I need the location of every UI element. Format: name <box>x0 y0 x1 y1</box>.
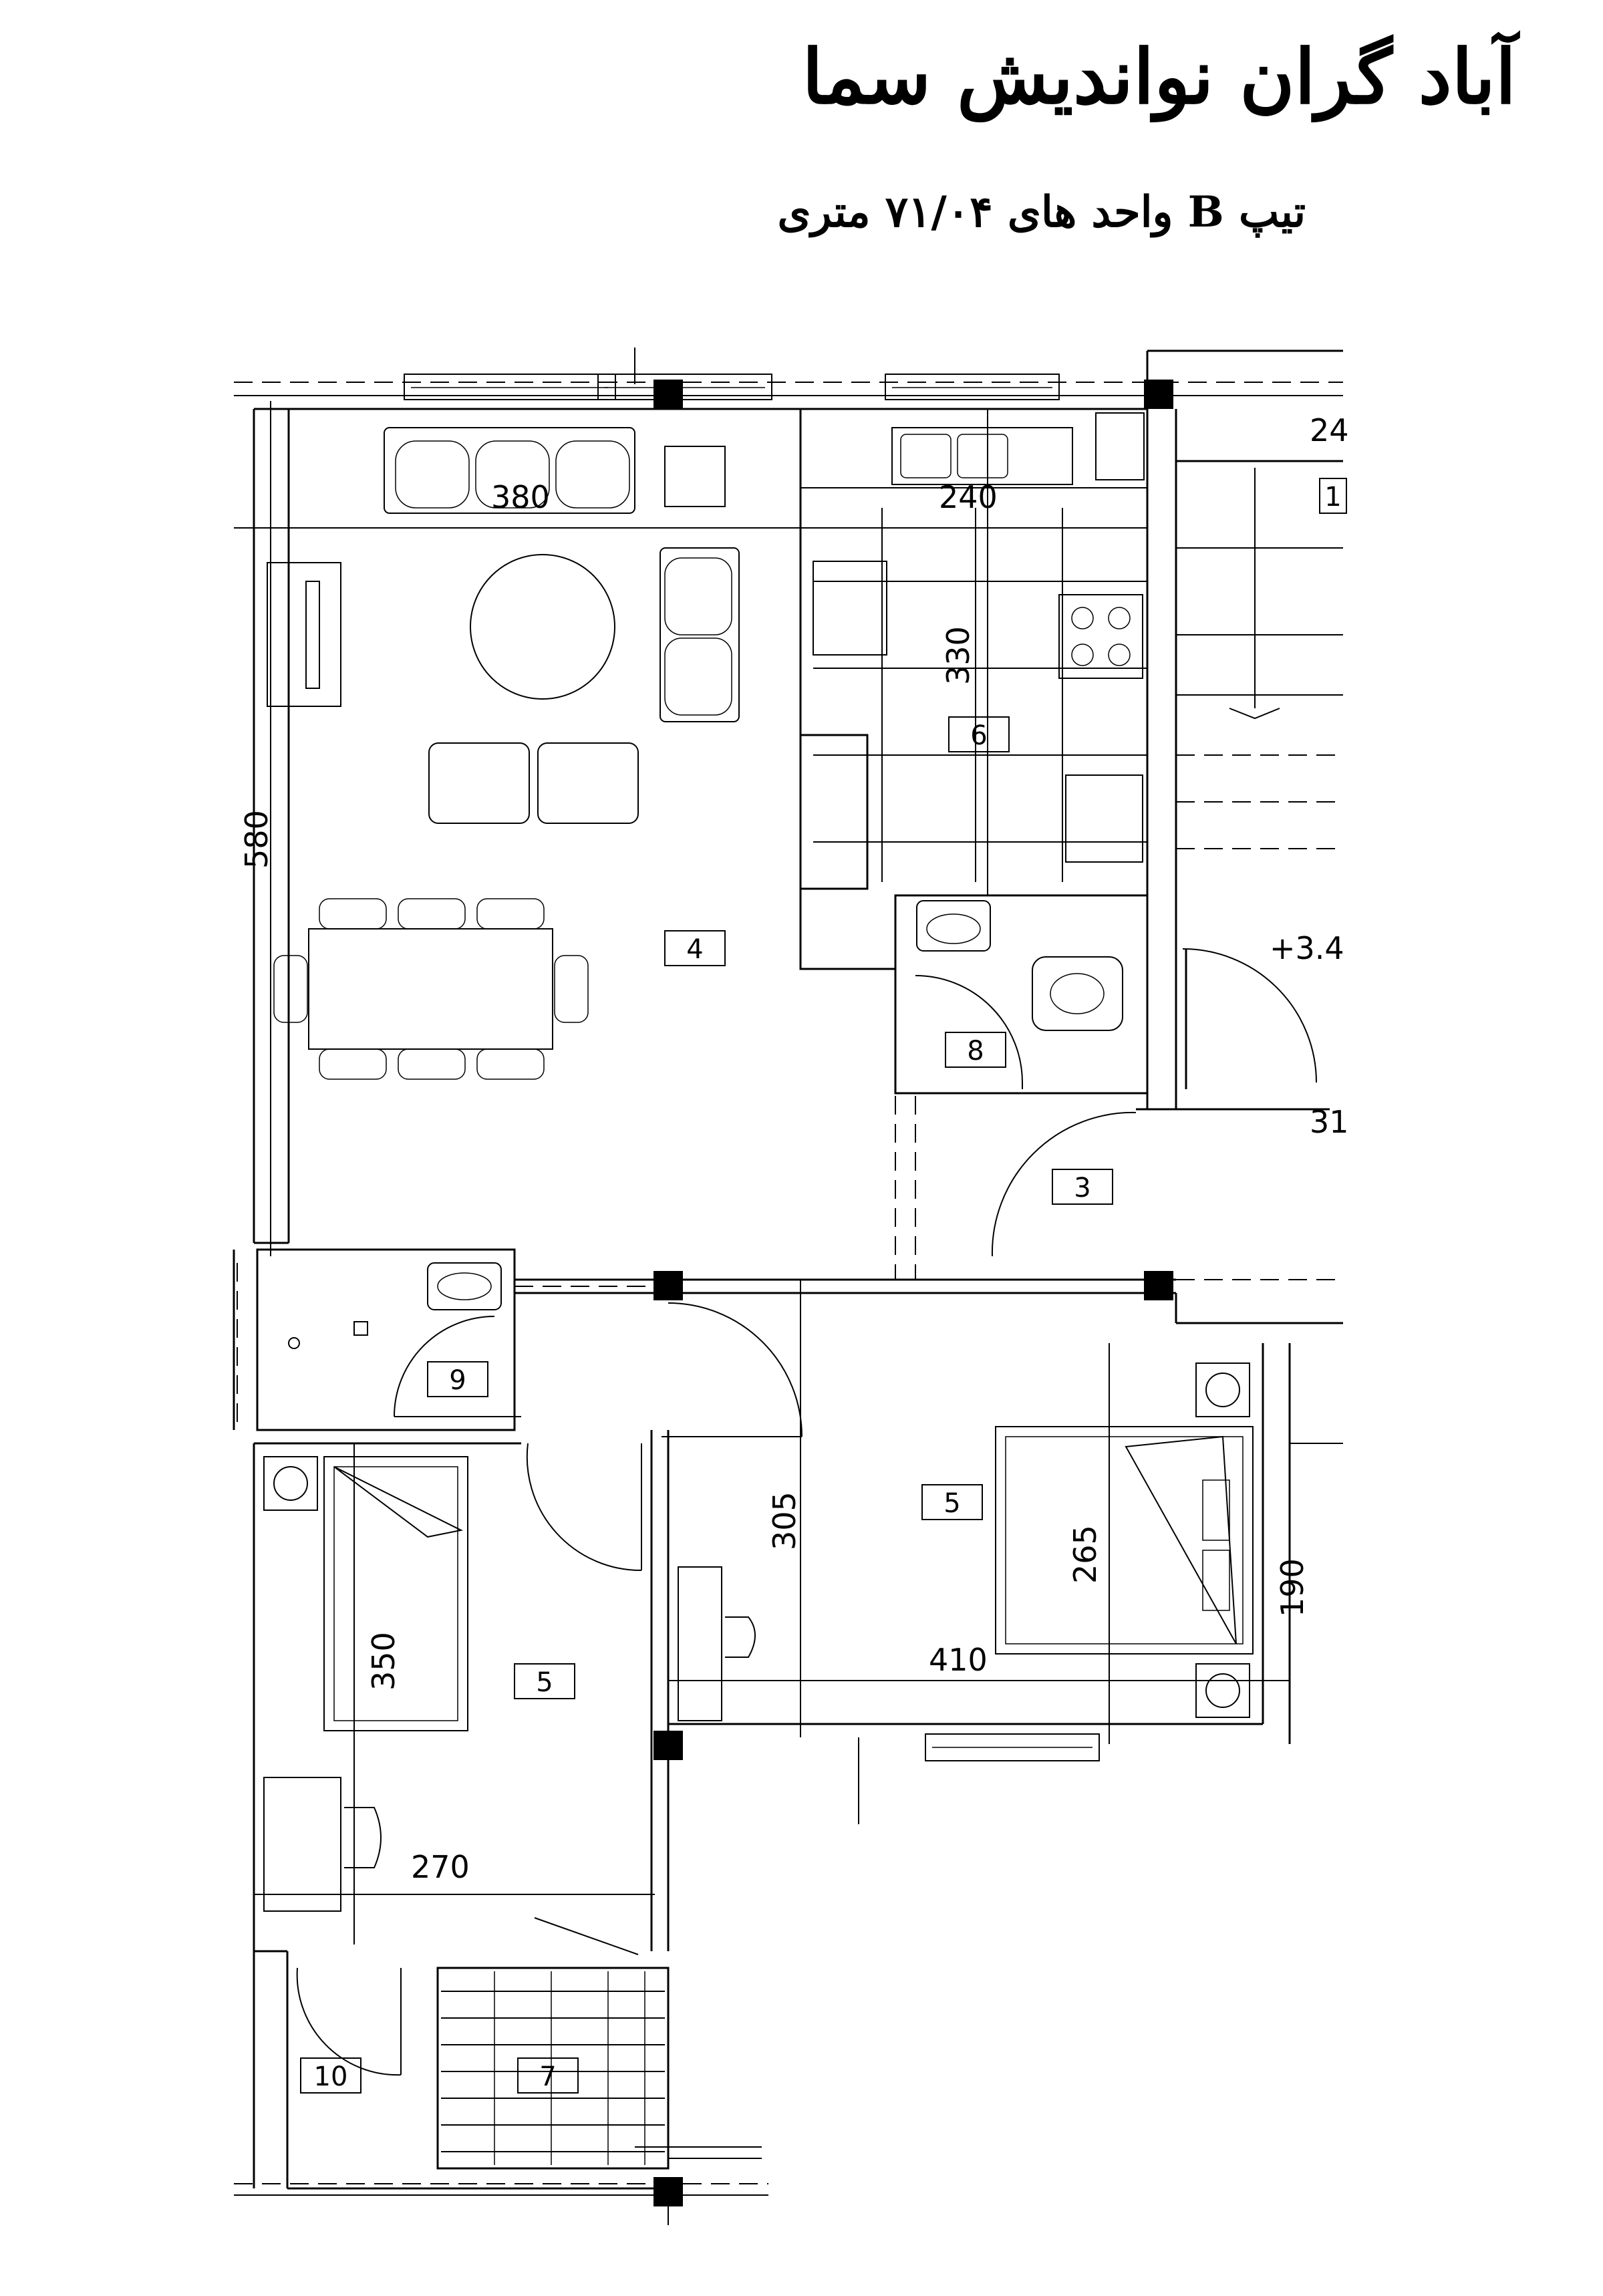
stair-bottom <box>441 1971 665 2165</box>
plan-title: آباد گران نوانديش سما <box>802 33 1516 121</box>
dim-level: +3.4 <box>1270 930 1344 966</box>
bed-right <box>996 1427 1253 1654</box>
room-tags: 4 6 8 3 1 9 5 5 10 7 <box>301 478 1346 2093</box>
sofa-two-seat <box>660 548 739 722</box>
tag-living: 4 <box>686 934 703 965</box>
sink-icon <box>892 428 1072 484</box>
dimension-lines <box>234 401 1290 2158</box>
desk-right <box>678 1567 722 1721</box>
wc-basin-icon <box>917 901 990 951</box>
stair-right <box>1176 468 1343 849</box>
desk-left <box>264 1777 341 1911</box>
tag-kitchen: 6 <box>970 720 987 751</box>
side-table <box>665 446 725 507</box>
dim-right-edge: 190 <box>1274 1558 1310 1617</box>
toilet-icon <box>1032 957 1123 1030</box>
tag-hall: 3 <box>1074 1173 1090 1203</box>
sofa-three-seat <box>384 428 635 513</box>
tag-closet: 10 <box>314 2061 348 2092</box>
dim-partial-31: 31 <box>1310 1104 1349 1140</box>
bath-fixtures <box>289 1263 501 1348</box>
dim-bed-left: 350 <box>366 1632 402 1691</box>
tag-wc: 8 <box>967 1036 984 1066</box>
bedroom-right-furniture <box>678 1363 1253 1761</box>
top-windows <box>234 347 1343 400</box>
dimension-labels: 380 240 330 580 305 265 410 350 270 190 … <box>239 412 1349 1885</box>
tag-stair: 7 <box>539 2061 556 2092</box>
doors <box>297 949 1330 2075</box>
stove-icon <box>1059 595 1143 678</box>
round-table <box>470 555 615 699</box>
dim-sofa: 380 <box>491 479 550 515</box>
tag-bath: 9 <box>449 1365 466 1396</box>
bath-basin-icon <box>428 1263 501 1310</box>
tag-bedroom-left: 5 <box>536 1667 553 1698</box>
dim-kitchen-width: 240 <box>939 479 998 515</box>
dim-bedroom-left-width: 270 <box>411 1849 470 1885</box>
wc-fixtures <box>915 901 1123 1089</box>
dim-bedroom-right-width: 410 <box>929 1642 988 1678</box>
armchair <box>538 743 638 823</box>
tv-unit <box>267 563 341 706</box>
living-furniture <box>267 428 739 1079</box>
bedroom-left-furniture <box>264 1457 468 1911</box>
plan-subtitle: تيپ B واحد های ۷۱/۰۴ متری <box>777 187 1306 237</box>
dim-kitchen-depth: 330 <box>940 626 976 685</box>
tag-bedroom-right: 5 <box>943 1488 960 1519</box>
armchair <box>429 743 529 823</box>
dim-bedroom-right-depth: 305 <box>766 1491 803 1550</box>
dim-partial-24: 24 <box>1310 412 1349 448</box>
tag-stair-side: 1 <box>1324 482 1341 513</box>
walls <box>234 351 1343 2225</box>
dim-living-depth: 580 <box>239 810 275 869</box>
dim-bed-right: 265 <box>1067 1525 1103 1584</box>
dining-table <box>309 929 553 1049</box>
bed-left <box>324 1457 468 1731</box>
kitchen-fixtures <box>800 413 1147 889</box>
